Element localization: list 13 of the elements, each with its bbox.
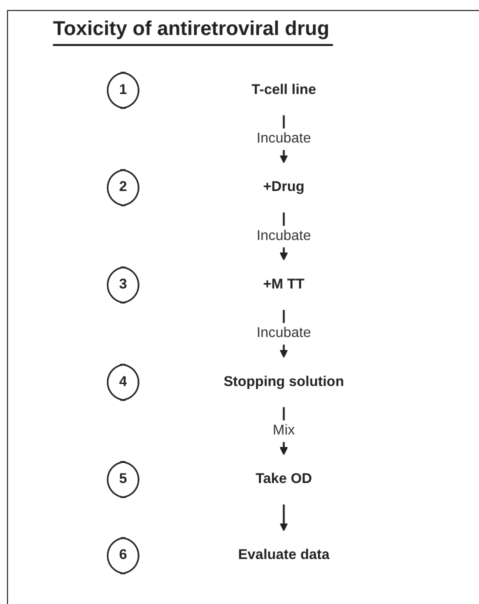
node-text: Evaluate data <box>238 546 330 563</box>
node-text: +Drug <box>263 178 304 195</box>
node-text: Take OD <box>256 470 312 487</box>
node-text: Stopping solution <box>224 374 344 390</box>
node-text: +M TT <box>263 276 304 292</box>
edge-label: Incubate <box>256 324 311 341</box>
title: Toxicity of antiretroviral drug <box>53 18 334 46</box>
arrow <box>280 407 288 456</box>
edge-label: Incubate <box>256 130 311 146</box>
edge-label: Mix <box>272 422 295 438</box>
arrow <box>280 504 288 532</box>
edge-label: Incubate <box>256 228 311 244</box>
node-text: T-cell line <box>252 82 316 98</box>
